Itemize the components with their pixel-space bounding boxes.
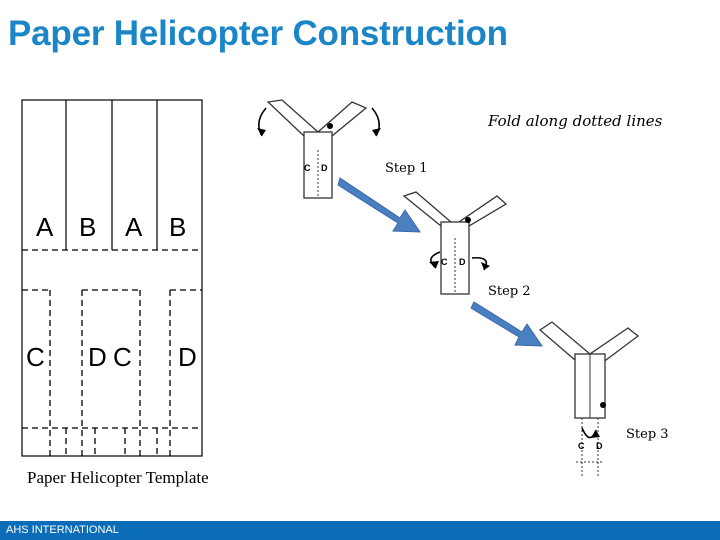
helicopter-label-d: D <box>321 163 328 173</box>
arrowhead <box>481 262 490 270</box>
step-arrow-1 <box>337 177 421 233</box>
rotor-blade-left <box>266 99 320 137</box>
fold-instruction: Fold along dotted lines <box>488 112 663 130</box>
page-title: Paper Helicopter Construction <box>8 14 508 53</box>
template-label-d: D <box>178 342 197 372</box>
step-label-2: Step 2 <box>488 284 531 299</box>
rotor-blade-right <box>588 327 640 361</box>
fold-dot <box>600 402 606 408</box>
rotor-blade-right <box>316 101 368 137</box>
step-label-3: Step 3 <box>626 427 669 442</box>
template-caption: Paper Helicopter Template <box>27 468 209 487</box>
helicopter-label-c: C <box>578 441 585 451</box>
helicopter-step-3 <box>538 321 640 476</box>
step-arrow-2 <box>470 301 543 347</box>
step-arrows <box>337 177 543 347</box>
template-fold-lines <box>22 249 202 456</box>
helicopter-label-c: C <box>304 163 311 173</box>
helicopter-label-c: C <box>441 257 448 267</box>
step-label-1: Step 1 <box>385 161 428 176</box>
template-label-b: B <box>79 212 96 242</box>
arrowhead <box>591 430 600 438</box>
helicopter-step-2 <box>402 191 508 295</box>
helicopter-template <box>21 99 203 457</box>
footer-bar: AHS INTERNATIONAL <box>0 521 720 540</box>
fold-dot <box>465 217 471 223</box>
footer-org-name: AHS INTERNATIONAL <box>6 524 119 536</box>
template-label-a: A <box>125 212 143 242</box>
template-label-d: D <box>88 342 107 372</box>
arrowhead <box>372 128 381 136</box>
template-label-c: C <box>26 342 45 372</box>
helicopter-label-d: D <box>459 257 466 267</box>
arrowhead <box>429 261 439 268</box>
template-label-c: C <box>113 342 132 372</box>
arrowhead <box>257 128 266 136</box>
template-label-a: A <box>36 212 54 242</box>
template-label-b: B <box>169 212 186 242</box>
helicopter-label-d: D <box>596 441 603 451</box>
fold-dot <box>327 123 333 129</box>
helicopter-step-1 <box>266 99 368 199</box>
